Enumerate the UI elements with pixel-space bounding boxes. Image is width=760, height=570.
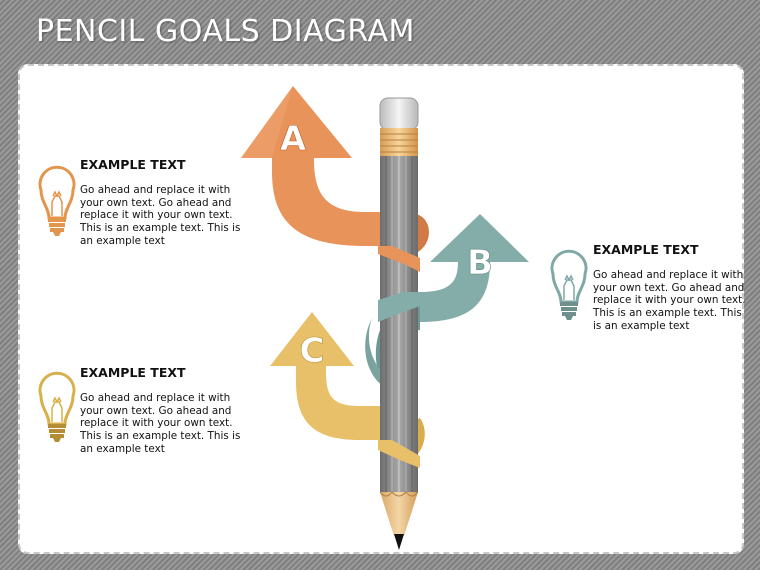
lightbulb-icon (38, 165, 76, 236)
lightbulb-icon (550, 249, 588, 320)
text-block-heading: EXAMPLE TEXT (593, 242, 699, 257)
arrow-a (241, 86, 392, 246)
text-block-heading: EXAMPLE TEXT (80, 157, 186, 172)
text-block-top-left: EXAMPLE TEXT Go ahead and replace it wit… (80, 157, 255, 248)
text-block-body: Go ahead and replace it with your own te… (80, 392, 241, 455)
text-block-body: Go ahead and replace it with your own te… (593, 269, 746, 332)
text-block-body: Go ahead and replace it with your own te… (80, 184, 241, 247)
lightbulb-icon (38, 371, 76, 442)
arrow-b-label: B (467, 243, 493, 283)
text-block-right: EXAMPLE TEXT Go ahead and replace it wit… (593, 242, 753, 333)
ribbon-wrap-front-c (378, 440, 420, 468)
text-block-bottom-left: EXAMPLE TEXT Go ahead and replace it wit… (80, 365, 255, 456)
text-block-heading: EXAMPLE TEXT (80, 365, 186, 380)
arrow-a-label: A (280, 119, 307, 159)
ribbon-wrap-front-a (378, 246, 420, 272)
ribbon-wrap-front-b (378, 292, 420, 322)
arrow-c-label: C (300, 331, 325, 371)
page-title: PENCIL GOALS DIAGRAM (36, 14, 415, 49)
pencil (379, 97, 419, 550)
